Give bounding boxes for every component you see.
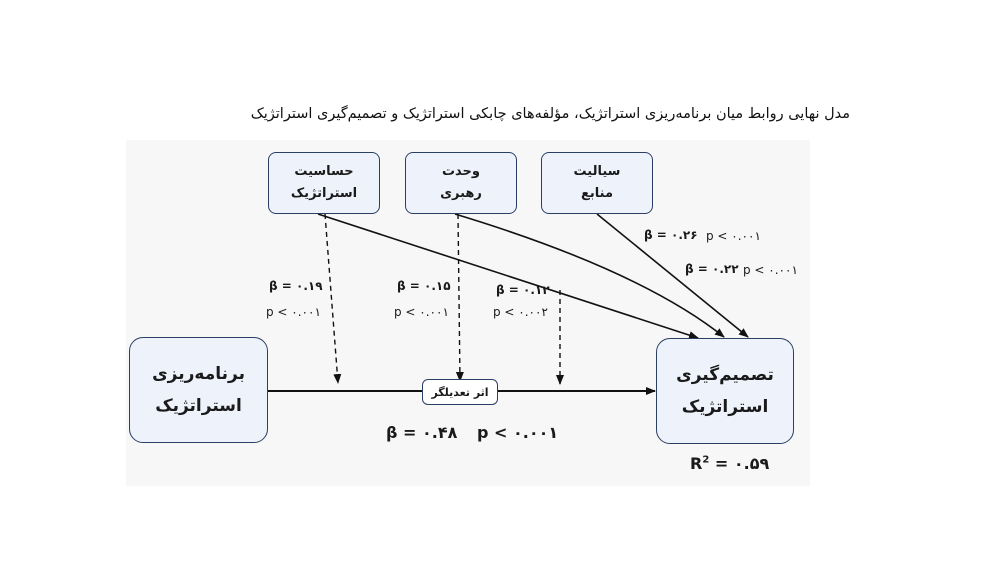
r-squared-value: = ۰.۵۹ [709, 454, 770, 473]
box-strategic-sensitivity: حساسیت استراتژیک [268, 152, 380, 214]
main-path-beta-label: β = ۰.۴۸ [386, 423, 458, 442]
box-leadership-unity: وحدت رهبری [405, 152, 517, 214]
box-strategic-sensitivity-line2: استراتژیک [290, 186, 358, 201]
leadership-to-decision-arrow [454, 213, 725, 338]
fluidity-to-decision-arrow [596, 213, 749, 338]
box-strategic-decision-line2: استراتژیک [681, 397, 769, 417]
box-resource-fluidity: سیالیت منابع [541, 152, 653, 214]
box-strategic-sensitivity-line1: حساسیت [294, 164, 354, 179]
main-path-p-label: p < ۰.۰۰۱ [477, 423, 559, 442]
box-strategic-planning: برنامه‌ریزی استراتژیک [129, 337, 268, 443]
box-leadership-unity-line1: وحدت [441, 164, 481, 179]
box-moderator-effect: اثر تعدیلگر [422, 379, 498, 405]
box-resource-fluidity-line2: منابع [581, 186, 613, 201]
leadership-direct-beta-label: β = ۰.۲۲ [685, 262, 739, 276]
sensitivity-mod-beta-label: β = ۰.۱۹ [269, 279, 323, 293]
fluidity-beta-label: β = ۰.۲۶ [644, 228, 698, 242]
third-mod-beta-label: β = ۰.۱۲ [496, 283, 550, 297]
box-strategic-decision: تصمیم‌گیری استراتژیک [656, 338, 794, 444]
r-squared-symbol: R [690, 454, 703, 473]
sensitivity-to-decision-arrow [317, 213, 699, 340]
sensitivity-moderator-arrow [324, 213, 342, 384]
leadership-mod-p-label: p < ۰.۰۰۱ [394, 305, 449, 319]
r-squared-label: R2 = ۰.۵۹ [690, 454, 769, 473]
leadership-moderator-arrow [455, 213, 464, 382]
fluidity-p-label: p < ۰.۰۰۱ [706, 229, 761, 243]
box-strategic-decision-line1: تصمیم‌گیری [676, 365, 774, 385]
leadership-direct-p-label: p < ۰.۰۰۱ [743, 263, 798, 277]
sensitivity-mod-p-label: p < ۰.۰۰۱ [266, 305, 321, 319]
third-mod-p-label: p < ۰.۰۰۲ [493, 305, 548, 319]
box-strategic-planning-line1: برنامه‌ریزی [152, 364, 245, 384]
r-squared-superscript: 2 [702, 454, 710, 466]
box-resource-fluidity-line1: سیالیت [573, 164, 621, 179]
box-leadership-unity-line2: رهبری [440, 186, 482, 201]
box-strategic-planning-line2: استراتژیک [155, 396, 242, 416]
figure-caption: مدل نهایی روابط میان برنامه‌ریزی استراتژ… [250, 106, 850, 122]
leadership-mod-beta-label: β = ۰.۱۵ [397, 279, 451, 293]
